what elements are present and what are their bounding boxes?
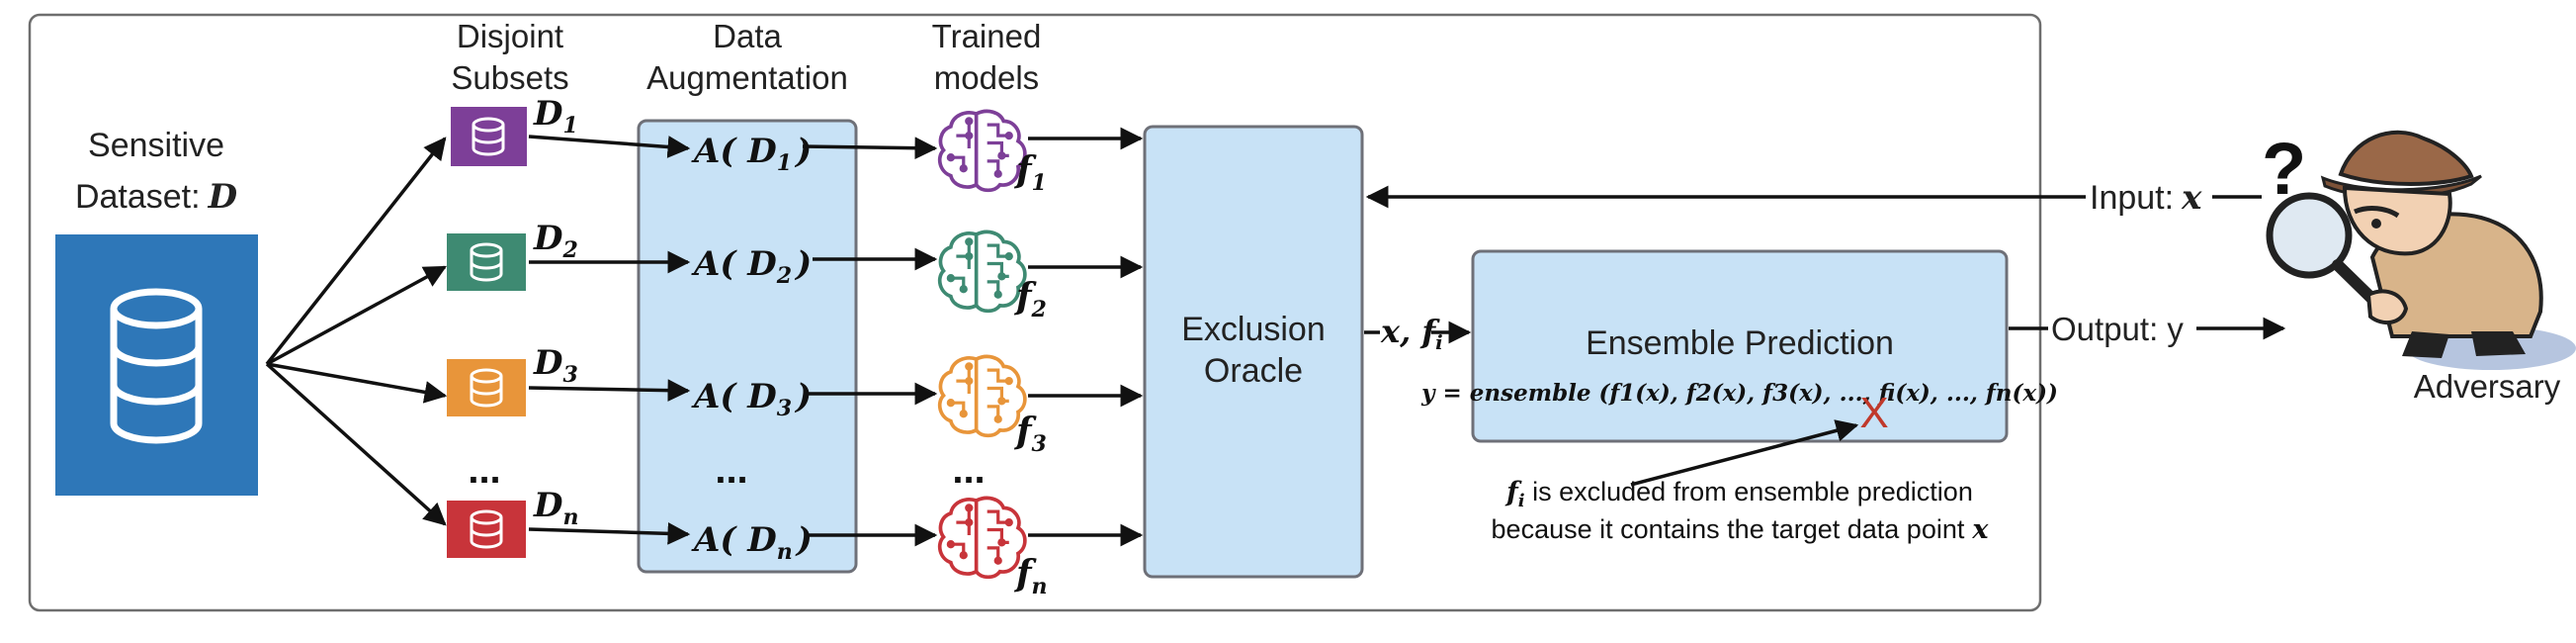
subset-3-box [447, 359, 526, 416]
exclusion-oracle-line2: Oracle [1204, 352, 1303, 390]
header-models-line2: models [934, 59, 1039, 96]
model-2-brain-icon [937, 230, 1027, 314]
header-models-line1: Trained [932, 18, 1042, 54]
model-1-label: f1 [1013, 149, 1047, 196]
ensemble-formula: y = ensemble (f1(x), f2(x), f3(x), ..., … [1420, 380, 2058, 407]
ensemble-title: Ensemble Prediction [1586, 324, 1894, 362]
subset-n-label: Dn [533, 486, 578, 530]
database-icon [110, 288, 203, 444]
dataset-label-line2: Dataset:D [75, 177, 238, 217]
subset-1-box [451, 107, 527, 166]
adversary-detective-icon: ? [2262, 128, 2576, 370]
augmentation-1-label: A( D1) [691, 132, 812, 176]
model-3-label: f3 [1013, 411, 1047, 457]
exclusion-oracle-line1: Exclusion [1181, 311, 1326, 348]
exclusion-oracle-box [1143, 125, 1364, 579]
input-label: Input:x [2090, 178, 2202, 218]
model-1-brain-icon [937, 109, 1027, 193]
subset-3-label: D3 [533, 343, 578, 388]
question-mark: ? [2262, 128, 2306, 210]
header-disjoint-line2: Subsets [451, 59, 568, 96]
note-line2: because it contains the target data poin… [1492, 514, 1990, 545]
augmentation-to-model-arrows [802, 137, 938, 547]
augmentation-ellipsis: ... [715, 448, 747, 492]
output-label: Output: y [2051, 311, 2184, 347]
model-n-brain-icon [937, 496, 1027, 580]
model-n-label: fn [1013, 553, 1048, 599]
note-line1: fi is excluded from ensemble prediction [1504, 477, 1973, 511]
oracle-output-label: x, fi [1380, 313, 1443, 354]
outer-frame [28, 13, 2042, 612]
fanout-arrows [265, 137, 448, 526]
adversary-label: Adversary [2414, 368, 2561, 405]
augmentation-2-label: A( D2) [691, 244, 812, 289]
dataset-label-line1: Sensitive [88, 127, 224, 164]
header-augmentation-line1: Data [713, 18, 782, 54]
excluded-model-mark: X [1859, 389, 1888, 437]
subsets-ellipsis: ... [468, 448, 500, 492]
ensemble-prediction-box [1471, 249, 2009, 443]
model-2-label: f2 [1013, 276, 1047, 322]
model-to-oracle-arrows [1028, 127, 1144, 547]
subset-to-augmentation-arrows [528, 135, 691, 545]
note-pointer-arrow [1630, 419, 1859, 487]
augmentation-n-label: A( Dn) [691, 520, 813, 565]
models-ellipsis: ... [952, 448, 985, 492]
subset-2-label: D2 [533, 219, 578, 263]
subset-n-box [447, 501, 526, 558]
subset-1-label: D1 [533, 94, 578, 138]
subset-2-box [447, 233, 526, 291]
header-augmentation-line2: Augmentation [646, 59, 848, 96]
augmentation-3-label: A( D3) [691, 377, 812, 421]
header-disjoint-line1: Disjoint [457, 18, 563, 54]
data-augmentation-box [637, 119, 858, 574]
model-3-brain-icon [937, 354, 1027, 438]
